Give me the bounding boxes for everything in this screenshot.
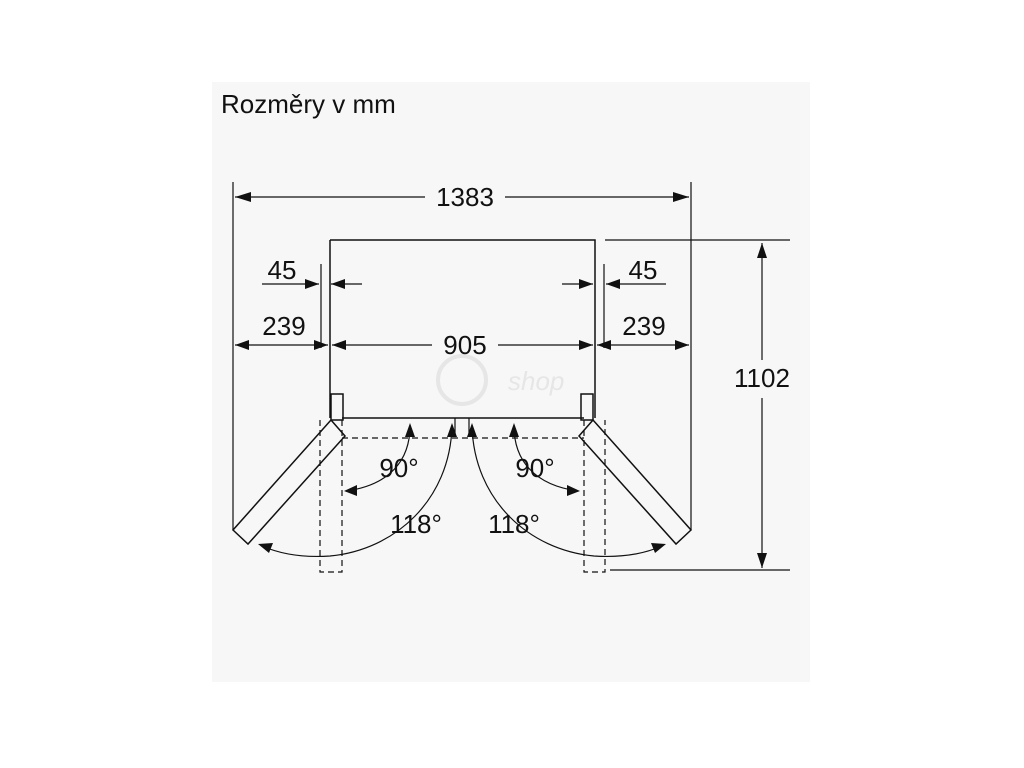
label-right-hinge-offset: 45 — [629, 255, 658, 285]
right-hinge — [580, 393, 594, 421]
left-hinge — [330, 393, 344, 421]
arrowhead — [675, 340, 689, 350]
label-left-side-clearance: 239 — [262, 311, 305, 341]
label-left-hinge-offset: 45 — [268, 255, 297, 285]
left-door-118 — [231, 418, 347, 546]
watermark: shop — [436, 354, 564, 406]
arrowhead — [331, 279, 345, 289]
arrowhead — [405, 423, 415, 437]
arc-left-118 — [261, 425, 453, 558]
arrowhead — [314, 340, 328, 350]
angle-arcs — [258, 423, 666, 558]
arrowhead — [579, 279, 593, 289]
right-door-118 — [577, 418, 693, 546]
dim-width-breakdown: 239 905 239 — [235, 311, 689, 360]
label-right-side-clearance: 239 — [622, 311, 665, 341]
extension-lines — [232, 182, 790, 571]
label-depth: 1102 — [734, 363, 790, 393]
arrowhead — [579, 340, 593, 350]
arrowhead — [757, 553, 767, 568]
label-overall-width: 1383 — [436, 182, 494, 212]
doors-open-118 — [231, 418, 693, 546]
dim-hinge-offsets: 45 45 — [262, 255, 666, 289]
angle-labels: 90° 90° 118° 118° — [379, 453, 554, 539]
watermark-circle-icon — [436, 354, 488, 406]
arrowhead — [597, 340, 611, 350]
dim-overall-width: 1383 — [235, 182, 689, 212]
label-right-118: 118° — [488, 509, 540, 539]
arrowhead — [567, 485, 580, 496]
label-body-width: 905 — [443, 330, 486, 360]
label-left-90: 90° — [379, 453, 418, 483]
arrowhead — [344, 485, 357, 496]
arrowhead — [235, 192, 251, 202]
diagram-background — [212, 82, 810, 682]
left-door-90-outline — [319, 420, 343, 573]
arrowhead — [235, 340, 249, 350]
fridge-outline — [329, 239, 596, 418]
label-left-118: 118° — [390, 509, 442, 539]
diagram-title: Rozměry v mm — [221, 89, 396, 119]
arrowhead — [447, 423, 457, 437]
dim-depth: 1102 — [734, 243, 790, 568]
right-door-90-outline — [583, 420, 606, 573]
watermark-text: shop — [508, 366, 564, 396]
doors-open-90 — [319, 420, 606, 573]
arrowhead — [258, 543, 273, 553]
arrowhead — [757, 243, 767, 258]
arrowhead — [509, 423, 519, 437]
arrowhead — [651, 543, 666, 553]
arrowhead — [606, 279, 620, 289]
arrowhead — [673, 192, 689, 202]
label-right-90: 90° — [515, 453, 554, 483]
arrowhead — [467, 423, 477, 437]
arrowhead — [305, 279, 319, 289]
arrowhead — [332, 340, 346, 350]
arc-right-118 — [471, 425, 663, 558]
